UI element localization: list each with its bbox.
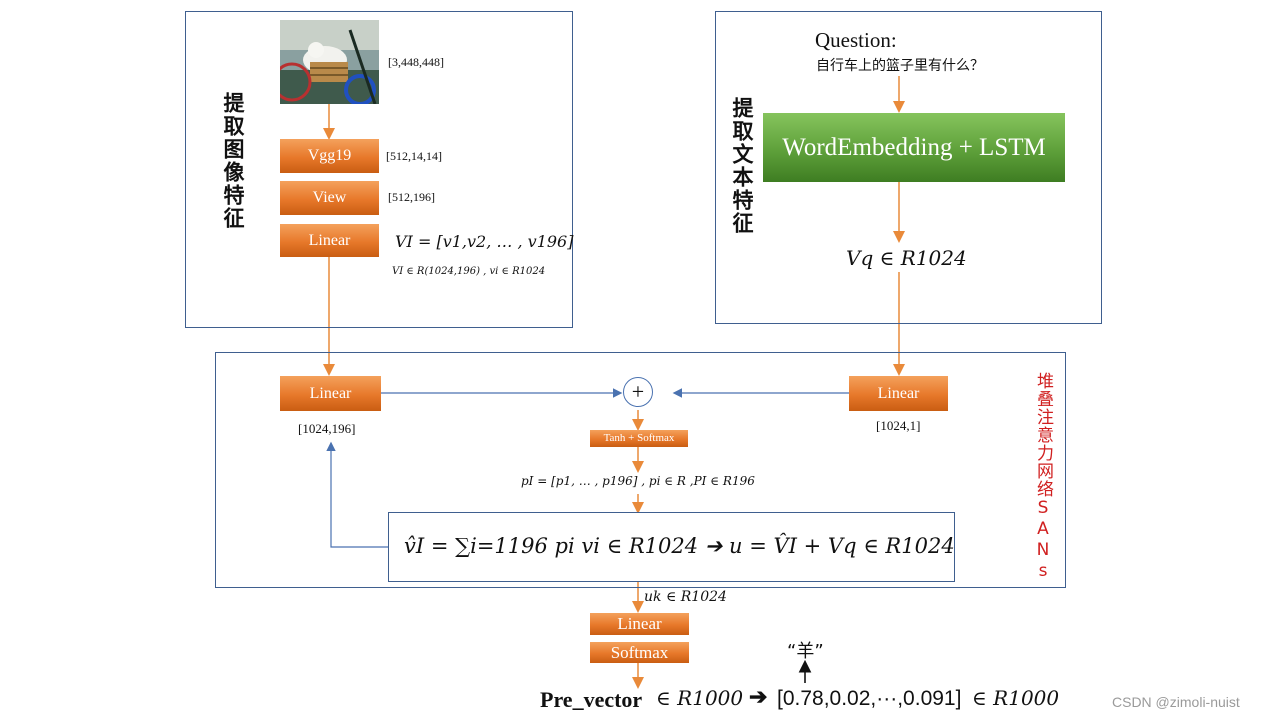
question-label: Question:	[815, 28, 897, 52]
attention-formula-box	[388, 512, 955, 582]
vq-formula: Vq ∈ R1024	[846, 246, 967, 270]
text-panel-title: 提取文本特征	[730, 97, 754, 235]
right-arrow-icon: ➔	[749, 684, 768, 709]
output-linear-block: Linear	[590, 613, 689, 635]
answer-label: “羊”	[787, 641, 824, 662]
uk-formula: uk ∈ R1024	[644, 589, 727, 605]
tanh-softmax-block: Tanh + Softmax	[590, 430, 688, 447]
vgg19-block: Vgg19	[280, 139, 379, 173]
plus-node: +	[623, 377, 653, 407]
san-panel	[215, 352, 1066, 588]
vgg-shape-label: [512,14,14]	[386, 149, 442, 163]
image-shape-label: [3,448,448]	[388, 55, 444, 69]
san-linear-right-shape: [1024,1]	[876, 418, 921, 433]
attention-formula: v̂I = ∑i=1196 pi vi ∈ R1024 ➔ u = V̂I + …	[404, 534, 955, 558]
bicycle-photo	[280, 20, 379, 104]
question-text: 自行车上的篮子里有什么？	[816, 58, 984, 74]
vi-space-formula: VI ∈ R(1024,196) , vi ∈ R1024	[392, 266, 546, 277]
view-block: View	[280, 181, 379, 215]
view-shape-label: [512,196]	[388, 190, 435, 204]
watermark: CSDN @zimoli-nuist	[1112, 694, 1240, 710]
output-softmax-block: Softmax	[590, 642, 689, 663]
image-feature-panel	[185, 11, 573, 328]
san-linear-left: Linear	[280, 376, 381, 411]
san-linear-right: Linear	[849, 376, 948, 411]
result-space: ∈ R1000	[972, 686, 1060, 710]
p-formula: pI = [p1, … , p196] , pi ∈ R ,PI ∈ R196	[521, 474, 755, 488]
image-linear-block: Linear	[280, 224, 379, 257]
word-embedding-lstm-block: WordEmbedding + LSTM	[763, 113, 1065, 182]
san-panel-title: 堆叠注意力网络SANs	[1033, 372, 1053, 582]
pre-vector-space: ∈ R1000	[656, 686, 744, 710]
san-linear-left-shape: [1024,196]	[298, 421, 356, 436]
text-feature-panel	[715, 11, 1102, 324]
result-vector: [0.78,0.02,···,0.091]	[777, 687, 962, 710]
vi-formula: VI = [v1,v2, … , v196]	[395, 232, 574, 251]
image-panel-title: 提取图像特征	[221, 92, 245, 230]
pre-vector-label: Pre_vector	[540, 687, 643, 712]
arrow-feedback-loop	[326, 441, 388, 548]
